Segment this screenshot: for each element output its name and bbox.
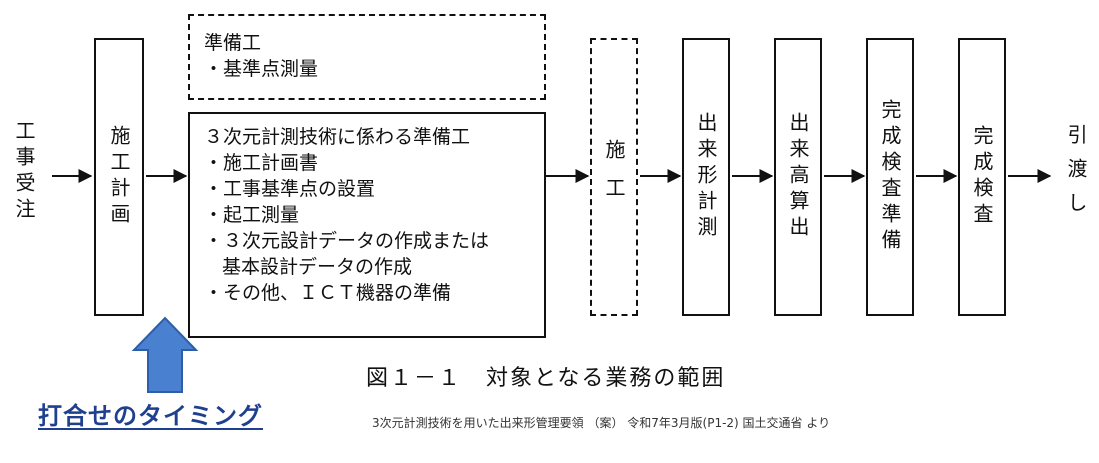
step-label: 出来形計測	[694, 112, 718, 242]
step-label: 完成検査準備	[878, 99, 902, 255]
step-label: 完成検査	[970, 125, 994, 229]
start-label: 工事受注	[12, 120, 36, 224]
step-box-measurement: 出来形計測	[682, 38, 730, 316]
construction-box-label: 施工	[602, 139, 626, 215]
step-box-inspection: 完成検査	[958, 38, 1006, 316]
prep-box: 準備工 ・基準点測量	[188, 14, 546, 100]
main-box-item: ・その他、ＩＣＴ機器の準備	[204, 282, 452, 304]
prep-box-item: ・基準点測量	[204, 58, 319, 80]
step-label: 出来高算出	[786, 112, 810, 242]
prep-box-title: 準備工	[204, 32, 262, 54]
main-prep-box: ３次元計測技術に係わる準備工 ・施工計画書 ・工事基準点の設置 ・起工測量 ・３…	[188, 112, 546, 338]
main-box-item: ・工事基準点の設置	[204, 178, 376, 200]
main-box-title: ３次元計測技術に係わる準備工	[204, 126, 471, 148]
construction-box: 施工	[590, 38, 638, 316]
main-box-item: 基本設計データの作成	[222, 256, 413, 278]
step-box-quantity: 出来高算出	[774, 38, 822, 316]
plan-box-label: 施工計画	[107, 125, 131, 229]
timing-arrow	[131, 316, 199, 393]
figure-caption: 図１－１ 対象となる業務の範囲	[366, 366, 726, 391]
end-label: 引渡し	[1064, 124, 1088, 226]
step-box-inspection-prep: 完成検査準備	[866, 38, 914, 316]
source-note: 3次元計測技術を用いた出来形管理要領 （案） 令和7年3月版(P1-2) 国土交…	[372, 416, 831, 430]
main-box-item: ・３次元設計データの作成または	[204, 230, 490, 252]
timing-label: 打合せのタイミング	[38, 402, 263, 430]
main-box-item: ・施工計画書	[204, 152, 319, 174]
plan-box: 施工計画	[94, 38, 144, 316]
main-box-item: ・起工測量	[204, 204, 300, 226]
